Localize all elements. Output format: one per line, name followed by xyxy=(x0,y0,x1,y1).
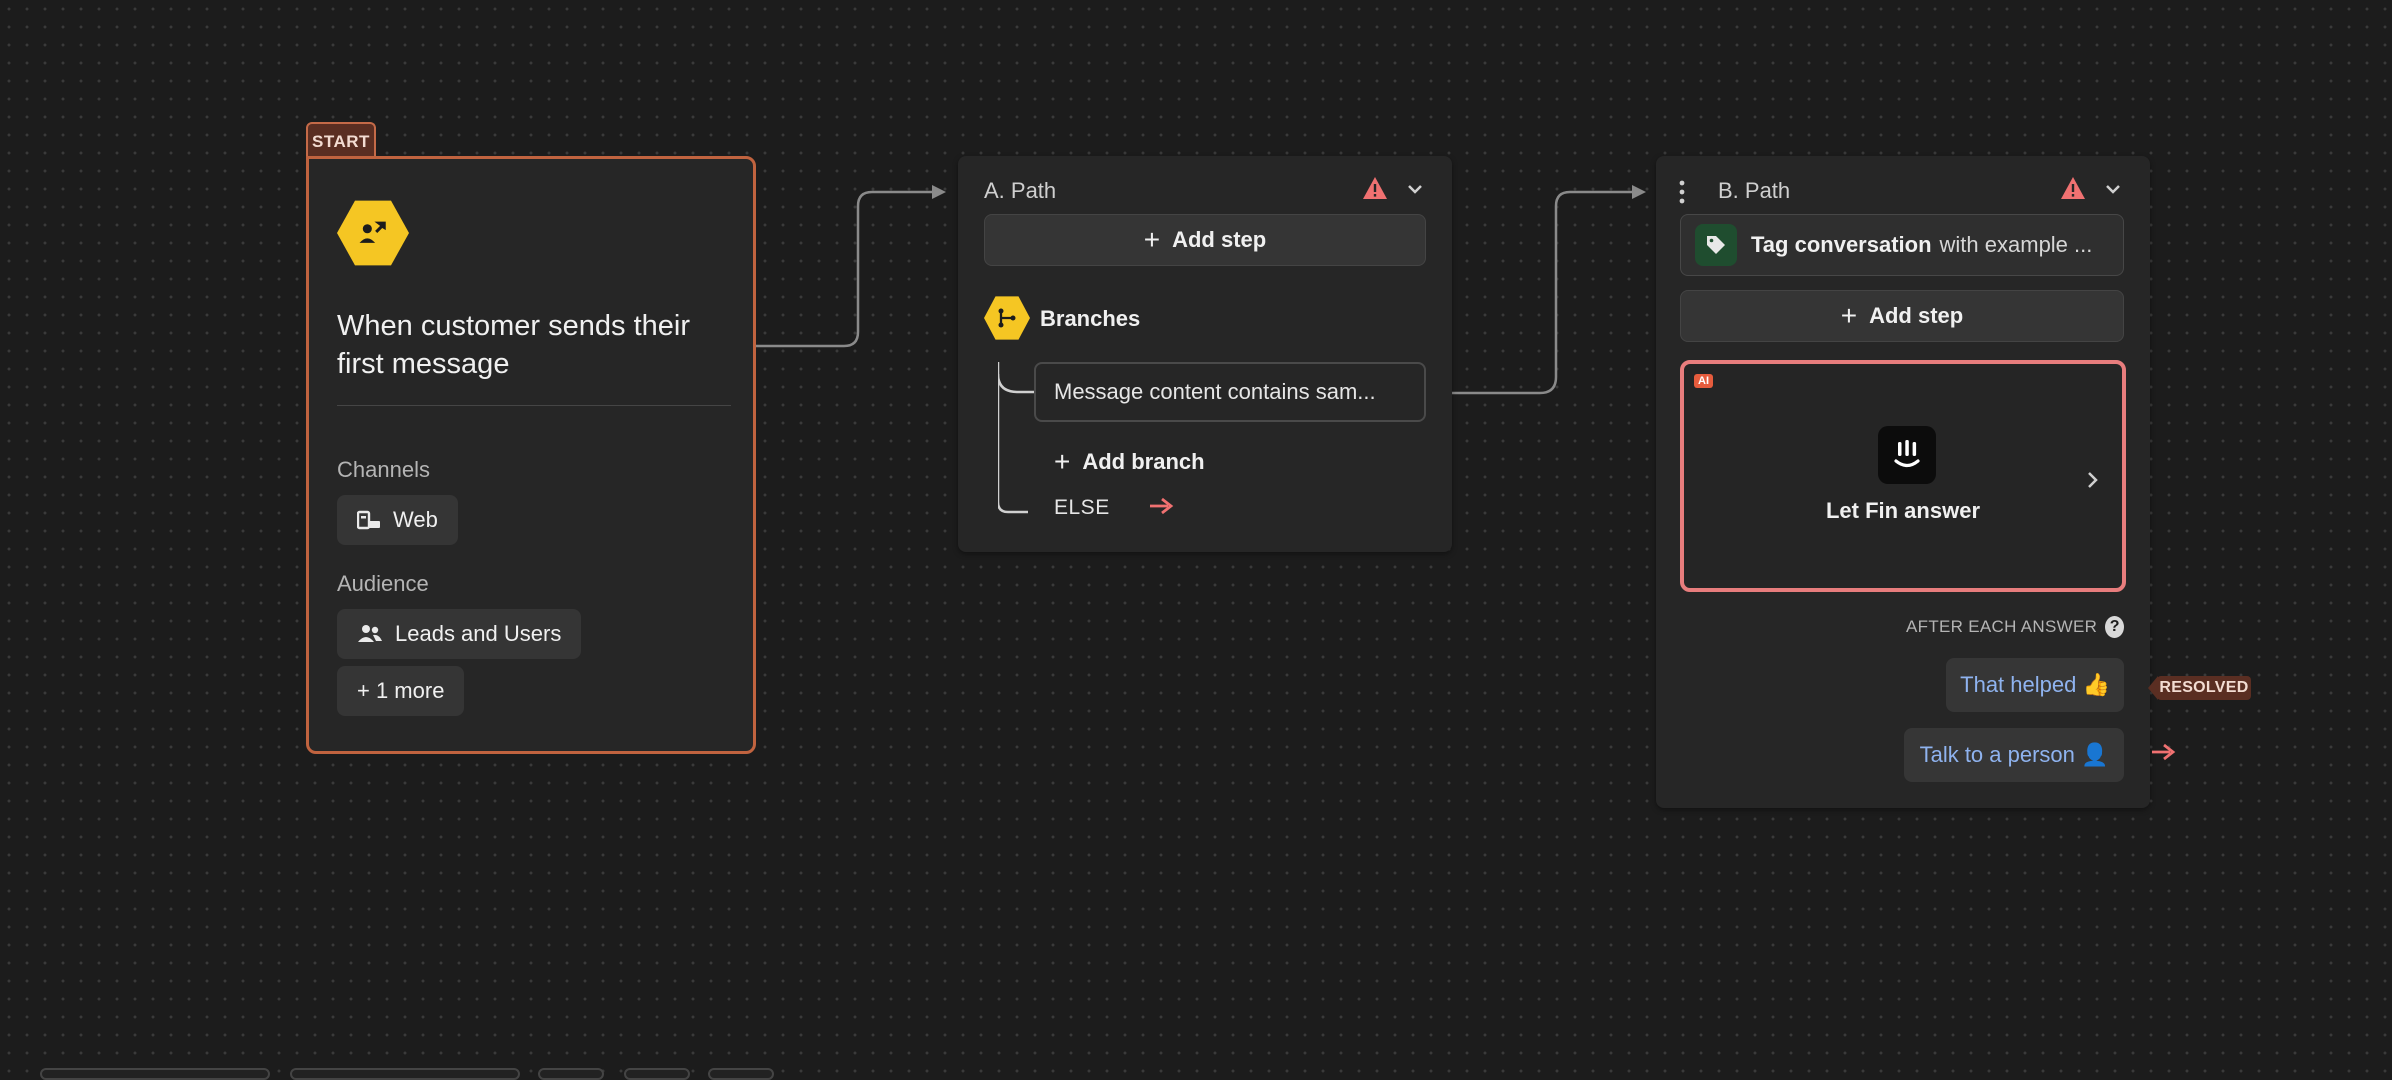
trigger-icon xyxy=(337,200,409,266)
channel-chip-web[interactable]: Web xyxy=(337,495,458,545)
else-label: ELSE xyxy=(1054,496,1110,519)
bottom-toolbar-tab[interactable] xyxy=(538,1068,604,1080)
chevron-right-icon[interactable] xyxy=(2086,470,2100,490)
audience-label: Audience xyxy=(337,571,429,596)
bottom-toolbar-tab[interactable] xyxy=(40,1068,270,1080)
chevron-down-icon[interactable] xyxy=(1406,180,1424,198)
path-b-title: B. Path xyxy=(1718,178,1791,203)
path-a-card[interactable]: A. Path + Add step Branches Message cont… xyxy=(958,156,1452,552)
bottom-toolbar-tab[interactable] xyxy=(708,1068,774,1080)
branch-tree-lines xyxy=(998,362,1036,514)
add-step-label: Add step xyxy=(1869,303,1964,328)
warning-icon[interactable] xyxy=(1362,176,1388,200)
add-branch-button[interactable]: + Add branch xyxy=(1054,446,1205,478)
trigger-title: When customer sends their first message xyxy=(337,310,690,380)
ai-badge: AI xyxy=(1694,374,1713,388)
users-icon xyxy=(358,625,382,642)
branch-condition[interactable]: Message content contains sam... xyxy=(1034,362,1426,422)
fin-label: Let Fin answer xyxy=(1825,498,1981,523)
plus-icon: + xyxy=(1054,446,1071,477)
path-b-add-step-button[interactable]: + Add step xyxy=(1680,290,2124,342)
divider xyxy=(337,405,731,406)
tag-conversation-step[interactable]: Tag conversation with example ... xyxy=(1680,214,2124,276)
resolved-tag-pointer xyxy=(2148,676,2158,700)
channels-label: Channels xyxy=(337,457,430,482)
branch-icon xyxy=(998,308,1016,328)
start-tab: START xyxy=(306,122,376,158)
let-fin-answer-step[interactable]: AI Let Fin answer xyxy=(1680,360,2126,592)
add-step-label: Add step xyxy=(1172,227,1267,252)
tag-action-label: Tag conversation xyxy=(1751,232,1932,257)
else-connector-arrow-icon[interactable] xyxy=(1148,496,1176,516)
path-a-add-step-button[interactable]: + Add step xyxy=(984,214,1426,266)
tag-icon xyxy=(1695,224,1737,266)
plus-icon: + xyxy=(1840,300,1858,331)
resolved-tag: RESOLVED xyxy=(2157,676,2251,700)
drag-handle-icon[interactable] xyxy=(1678,180,1686,204)
after-each-answer-label: AFTER EACH ANSWER xyxy=(1906,617,2098,636)
path-b-card[interactable]: B. Path Tag conversation with example ..… xyxy=(1656,156,2150,808)
audience-value: Leads and Users xyxy=(395,621,562,646)
path-a-title: A. Path xyxy=(984,178,1057,203)
plus-icon: + xyxy=(1143,224,1161,255)
warning-icon[interactable] xyxy=(2060,176,2086,200)
branches-icon xyxy=(984,296,1030,340)
add-branch-label: Add branch xyxy=(1082,449,1205,474)
customer-message-icon xyxy=(359,221,386,243)
talk-to-person-connector-arrow-icon[interactable] xyxy=(2150,742,2178,762)
audience-more-button[interactable]: + 1 more xyxy=(337,666,465,716)
audience-chip[interactable]: Leads and Users xyxy=(337,609,582,659)
channel-label: Web xyxy=(393,507,438,532)
help-icon[interactable]: ? xyxy=(2105,616,2124,638)
after-each-answer-header: AFTER EACH ANSWER ? xyxy=(1906,616,2124,638)
fin-logo-icon xyxy=(1878,426,1936,484)
start-trigger-card[interactable]: When customer sends their first message … xyxy=(306,156,756,754)
reply-that-helped-button[interactable]: That helped 👍 xyxy=(1946,658,2124,712)
chevron-down-icon[interactable] xyxy=(2104,180,2122,198)
branches-label: Branches xyxy=(1040,306,1141,331)
web-channel-icon xyxy=(357,510,380,530)
bottom-toolbar-tab[interactable] xyxy=(624,1068,690,1080)
reply-talk-to-person-button[interactable]: Talk to a person 👤 xyxy=(1904,728,2124,782)
bottom-toolbar-tab[interactable] xyxy=(290,1068,520,1080)
tag-detail-label: with example ... xyxy=(1939,232,2093,257)
